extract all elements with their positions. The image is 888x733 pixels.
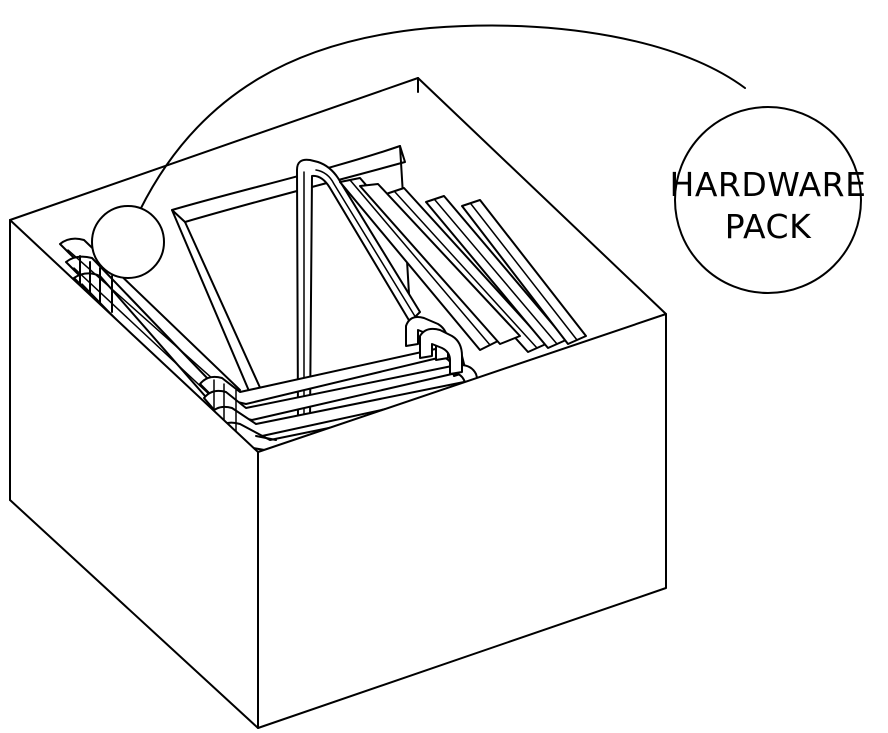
callout-label-line1: HARDWARE bbox=[670, 165, 867, 204]
callout-label-circle bbox=[674, 106, 862, 294]
hardware-pack-marker-circle bbox=[91, 205, 165, 279]
callout-leader-arc bbox=[139, 24, 746, 211]
box-outer bbox=[9, 219, 667, 729]
box-interior bbox=[9, 77, 667, 315]
callout-label-line2: PACK bbox=[725, 207, 812, 246]
